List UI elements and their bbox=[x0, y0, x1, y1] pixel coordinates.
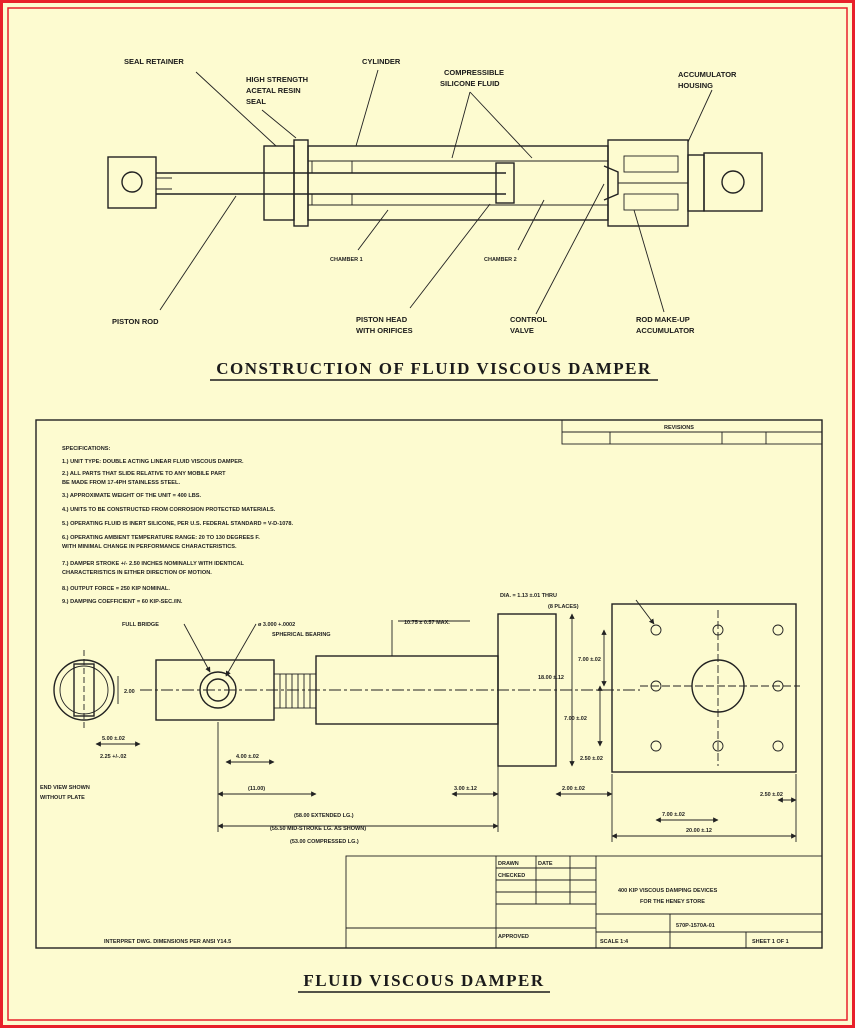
construction-diagram: SEAL RETAINER HIGH STRENGTH ACETAL RESIN… bbox=[107, 57, 763, 381]
dim-gap1: 2.25 +/-.02 bbox=[100, 754, 126, 760]
label-seal-1: HIGH STRENGTH bbox=[246, 75, 308, 84]
revisions-label: REVISIONS bbox=[664, 425, 694, 431]
spec-line: 4.) UNITS TO BE CONSTRUCTED FROM CORROSI… bbox=[62, 507, 276, 513]
tb-drawn: DRAWN bbox=[498, 861, 519, 867]
label-piston-head-1: PISTON HEAD bbox=[356, 315, 408, 324]
dim-h2: 7.00 ±.02 bbox=[564, 716, 587, 722]
dim-flange-w2: 2.50 ±.02 bbox=[760, 792, 783, 798]
dim-bore: ø 3.000 +.0002 bbox=[258, 622, 295, 628]
tb-sheet: SHEET 1 OF 1 bbox=[752, 939, 789, 945]
label-seal-3: SEAL bbox=[246, 97, 266, 106]
left-clevis-eye bbox=[107, 156, 157, 209]
drawing-title: FLUID VISCOUS DAMPER bbox=[303, 971, 544, 990]
tb-approved: APPROVED bbox=[498, 934, 529, 940]
tb-checked: CHECKED bbox=[498, 873, 525, 879]
tb-scale: SCALE 1:4 bbox=[600, 939, 629, 945]
dim-od: 10.75 ± 0.57 MAX. bbox=[404, 620, 450, 626]
dim-h1: 7.00 ±.02 bbox=[578, 657, 601, 663]
dim-len-ext: (58.00 EXTENDED LG.) bbox=[294, 813, 354, 819]
tb-desc-1: 400 KIP VISCOUS DAMPING DEVICES bbox=[618, 888, 718, 894]
tb-date: DATE bbox=[538, 861, 553, 867]
tb-footnote: INTERPRET DWG. DIMENSIONS PER ANSI Y14.5 bbox=[104, 939, 231, 945]
spec-line: BE MADE FROM 17-4PH STAINLESS STEEL. bbox=[62, 480, 180, 486]
label-cylinder: CYLINDER bbox=[362, 57, 401, 66]
label-fluid-1: COMPRESSIBLE bbox=[444, 68, 504, 77]
spec-line: WITH MINIMAL CHANGE IN PERFORMANCE CHARA… bbox=[62, 544, 237, 550]
dim-bolt-holes: DIA. = 1.13 ±.01 THRU bbox=[500, 593, 557, 599]
end-view-label-2: WITHOUT PLATE bbox=[40, 795, 85, 801]
dim-bolt-holes-sub: (8 PLACES) bbox=[548, 604, 579, 610]
end-view-label-1: END VIEW SHOWN bbox=[40, 785, 90, 791]
inner-frame bbox=[7, 7, 848, 1021]
dim-face-h: 18.00 ±.12 bbox=[538, 675, 564, 681]
specs-heading: SPECIFICATIONS: bbox=[62, 446, 111, 452]
label-accum-2: HOUSING bbox=[678, 81, 713, 90]
end-view: 2.00 5.00 ±.02 2.25 +/-.02 END VIEW SHOW… bbox=[40, 650, 141, 801]
spec-line: 6.) OPERATING AMBIENT TEMPERATURE RANGE:… bbox=[62, 535, 260, 541]
label-seal-retainer: SEAL RETAINER bbox=[124, 57, 184, 66]
dim-flange-w1: 7.00 ±.02 bbox=[662, 812, 685, 818]
dim-len-body: (11.00) bbox=[248, 786, 265, 792]
label-chamber-1: CHAMBER 1 bbox=[330, 257, 363, 263]
tb-desc-2: FOR THE HENEY STORE bbox=[640, 899, 705, 905]
tb-dwg-no: 570P-1570A-01 bbox=[676, 923, 715, 929]
spec-line: 8.) OUTPUT FORCE = 250 KIP NOMINAL. bbox=[62, 586, 170, 592]
title-block: DRAWN CHECKED DATE APPROVED 400 KIP VISC… bbox=[104, 855, 823, 949]
dim-len-mid: (55.50 MID-STROKE LG. AS SHOWN) bbox=[270, 826, 366, 832]
dim-h3: 2.50 ±.02 bbox=[580, 756, 603, 762]
label-rod-2: ACCUMULATOR bbox=[636, 326, 695, 335]
left-eye-hole bbox=[121, 171, 143, 193]
flange-plate bbox=[611, 603, 797, 773]
dim-width-left: 2.00 bbox=[124, 689, 135, 695]
piston-head bbox=[495, 162, 515, 204]
label-seal-2: ACETAL RESIN bbox=[246, 86, 301, 95]
dim-full-bridge: FULL BRIDGE bbox=[122, 622, 159, 628]
spec-line: 3.) APPROXIMATE WEIGHT OF THE UNIT = 400… bbox=[62, 493, 202, 499]
mounting-flange-side bbox=[497, 613, 557, 767]
label-chamber-2: CHAMBER 2 bbox=[484, 257, 517, 263]
dim-flange-total: 20.00 ±.12 bbox=[686, 828, 712, 834]
label-piston-rod: PISTON ROD bbox=[112, 317, 159, 326]
side-view: FULL BRIDGE ø 3.000 +.0002 SPHERICAL BEA… bbox=[122, 613, 640, 845]
engineering-drawing: REVISIONS SPECIFICATIONS: 1.) UNIT TYPE:… bbox=[35, 419, 823, 949]
flange-front-view: DIA. = 1.13 ±.01 THRU (8 PLACES) 7.00 ±.… bbox=[500, 593, 800, 842]
dim-gap3: 2.00 ±.02 bbox=[562, 786, 585, 792]
label-accum-1: ACCUMULATOR bbox=[678, 70, 737, 79]
label-control-2: VALVE bbox=[510, 326, 534, 335]
construction-title: CONSTRUCTION OF FLUID VISCOUS DAMPER bbox=[216, 359, 652, 378]
dim-bore-sub: SPHERICAL BEARING bbox=[272, 632, 331, 638]
spec-line: 7.) DAMPER STROKE +/- 2.50 INCHES NOMINA… bbox=[62, 561, 245, 567]
label-fluid-2: SILICONE FLUID bbox=[440, 79, 500, 88]
label-piston-head-2: WITH ORIFICES bbox=[356, 326, 413, 335]
spec-line: 2.) ALL PARTS THAT SLIDE RELATIVE TO ANY… bbox=[62, 471, 226, 477]
dim-gap2: 3.00 ±.12 bbox=[454, 786, 477, 792]
spec-line: 5.) OPERATING FLUID IS INERT SILICONE, P… bbox=[62, 521, 294, 527]
spec-line: 9.) DAMPING COEFFICIENT = 60 KIP-SEC./IN… bbox=[62, 599, 183, 605]
dim-rod-w: 5.00 ±.02 bbox=[102, 736, 125, 742]
dim-len-comp: (53.00 COMPRESSED LG.) bbox=[290, 839, 359, 845]
label-rod-1: ROD MAKE-UP bbox=[636, 315, 690, 324]
right-clevis-eye bbox=[703, 152, 763, 212]
right-eye-hole bbox=[721, 170, 745, 194]
dim-thread: 4.00 ±.02 bbox=[236, 754, 259, 760]
spec-line: CHARACTERISTICS IN EITHER DIRECTION OF M… bbox=[62, 570, 212, 576]
label-control-1: CONTROL bbox=[510, 315, 547, 324]
spec-line: 1.) UNIT TYPE: DOUBLE ACTING LINEAR FLUI… bbox=[62, 459, 244, 465]
